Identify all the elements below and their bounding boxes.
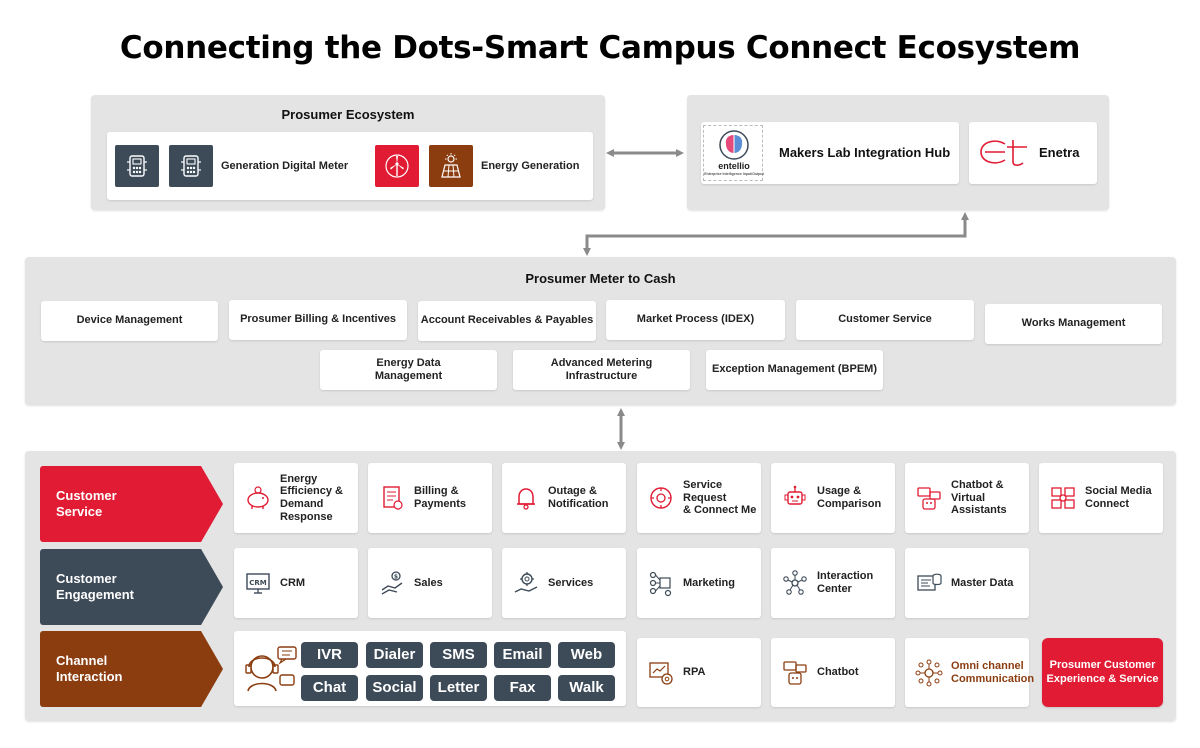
- omni-channel-icon: [913, 657, 945, 689]
- meter-label: Generation Digital Meter: [221, 160, 349, 172]
- energy-efficiency-card: Energy Efficiency & Demand Response: [234, 463, 358, 533]
- billing-payments-card: Billing & Payments: [368, 463, 492, 533]
- services-label: Services: [548, 576, 594, 589]
- bell-icon: [510, 482, 542, 514]
- gear-hand-icon: [510, 567, 542, 599]
- works-management-box: Works Management: [985, 304, 1162, 344]
- channel-web: Web: [558, 642, 615, 668]
- chatbot-card: Chatbot: [771, 638, 895, 707]
- prosumer-billing-box: Prosumer Billing & Incentives: [229, 300, 407, 340]
- advanced-metering-box: Advanced Metering Infrastructure: [513, 350, 690, 390]
- prosumer-ecosystem-panel: Prosumer Ecosystem Generation Digital Me…: [91, 95, 605, 210]
- master-data-label: Master Data: [951, 576, 1014, 589]
- usage-comparison-card: Usage & Comparison: [771, 463, 895, 533]
- channel-ivr: IVR: [301, 642, 358, 668]
- meter-to-cash-panel: Prosumer Meter to Cash Device Management…: [25, 257, 1176, 405]
- outage-notification-card: Outage & Notification: [502, 463, 626, 533]
- solar-panel-icon: [429, 145, 473, 187]
- marketing-label: Marketing: [683, 576, 735, 589]
- market-process-box: Market Process (IDEX): [606, 300, 785, 340]
- device-management-box: Device Management: [41, 301, 218, 341]
- exception-management-box: Exception Management (BPEM): [706, 350, 883, 390]
- enetra-logo-icon: [980, 140, 1027, 166]
- rpa-label: RPA: [683, 666, 706, 679]
- chatbot-icon: [779, 657, 811, 689]
- omni-channel-card: Omni channel Communication: [905, 638, 1034, 707]
- social-media-label: Social Media Connect: [1085, 485, 1152, 510]
- chatbot-virtual-card: Chatbot & Virtual Assistants: [905, 463, 1029, 533]
- channel-interaction-row-label: Channel Interaction: [40, 631, 223, 707]
- customer-service-box: Customer Service: [796, 300, 974, 340]
- sales-card: $ Sales: [368, 548, 492, 618]
- digital-meter-icon: [115, 145, 159, 187]
- svg-text:$: $: [394, 574, 398, 581]
- arrow-hub-metercash: [583, 212, 969, 256]
- makers-lab-box: entellio Enterprise Intelligence Input/O…: [701, 122, 959, 184]
- channel-email: Email: [494, 642, 551, 668]
- sales-hand-icon: $: [376, 567, 408, 599]
- customer-service-row-label: Customer Service: [40, 466, 223, 542]
- prosumer-ecosystem-title: Prosumer Ecosystem: [281, 107, 415, 122]
- omni-channel-label: Omni channel Communication: [951, 659, 1035, 685]
- usage-comparison-label: Usage & Comparison: [817, 485, 882, 510]
- billing-payments-label: Billing & Payments: [414, 485, 466, 510]
- entellio-wordmark: entellio: [718, 161, 750, 171]
- meter-to-cash-title: Prosumer Meter to Cash: [525, 271, 676, 286]
- svg-text:CRM: CRM: [249, 579, 267, 587]
- headset-agent-icon: [240, 645, 298, 695]
- generation-meter-icon: [169, 145, 213, 187]
- support-gear-icon: [645, 482, 677, 514]
- enetra-label: Enetra: [1039, 145, 1080, 160]
- energy-data-management-box: Energy Data Management: [320, 350, 497, 390]
- channel-sms: SMS: [430, 642, 487, 668]
- entellio-tagline: Enterprise Intelligence Input/Output: [704, 172, 764, 176]
- rpa-gear-icon: [645, 657, 677, 689]
- makers-lab-label: Makers Lab Integration Hub: [779, 145, 951, 160]
- chatbot-label: Chatbot: [817, 666, 859, 679]
- channel-social: Social: [366, 675, 423, 701]
- people-network-icon: [779, 567, 811, 599]
- rpa-card: RPA: [637, 638, 761, 707]
- energy-generation-label: Energy Generation: [481, 160, 580, 172]
- channel-chat: Chat: [301, 675, 358, 701]
- crm-label: CRM: [280, 576, 306, 589]
- service-request-card: Service Request & Connect Me: [637, 463, 761, 533]
- outage-notification-label: Outage & Notification: [548, 485, 609, 510]
- prosumer-ecosystem-content: Generation Digital Meter Energy Generati…: [107, 132, 593, 200]
- chatbot-virtual-label: Chatbot & Virtual Assistants: [951, 479, 1007, 517]
- brain-icon: [719, 130, 749, 160]
- services-card: Services: [502, 548, 626, 618]
- channel-letter: Letter: [430, 675, 487, 701]
- social-network-icon: [1047, 482, 1079, 514]
- service-request-label: Service Request & Connect Me: [683, 479, 757, 517]
- entellio-logo: entellio Enterprise Intelligence Input/O…: [703, 125, 764, 181]
- marketing-network-icon: [645, 567, 677, 599]
- master-data-card: Master Data: [905, 548, 1029, 618]
- channel-fax: Fax: [494, 675, 551, 701]
- account-receivables-box: Account Receivables & Payables: [418, 301, 596, 341]
- interaction-center-card: Interaction Center: [771, 548, 895, 618]
- piggy-bank-icon: [242, 482, 274, 514]
- channels-card: IVR Dialer SMS Email Web Chat Social Let…: [234, 631, 626, 706]
- prosumer-experience-highlight: Prosumer Customer Experience & Service: [1042, 638, 1163, 707]
- invoice-icon: [376, 482, 408, 514]
- interaction-center-label: Interaction Center: [817, 570, 874, 595]
- channel-dialer: Dialer: [366, 642, 423, 668]
- sales-label: Sales: [414, 576, 443, 589]
- integration-hub-panel: entellio Enterprise Intelligence Input/O…: [687, 95, 1109, 210]
- database-screen-icon: [913, 567, 945, 599]
- energy-efficiency-label: Energy Efficiency & Demand Response: [280, 472, 343, 523]
- wind-turbine-icon: [375, 145, 419, 187]
- chat-bot-icon: [913, 482, 945, 514]
- enetra-box: Enetra: [969, 122, 1097, 184]
- customer-engagement-row-label: Customer Engagement: [40, 549, 223, 625]
- social-media-card: Social Media Connect: [1039, 463, 1163, 533]
- marketing-card: Marketing: [637, 548, 761, 618]
- channel-walk: Walk: [558, 675, 615, 701]
- page-title: Connecting the Dots-Smart Campus Connect…: [119, 30, 1081, 66]
- robot-icon: [779, 482, 811, 514]
- crm-card: CRM CRM: [234, 548, 358, 618]
- crm-monitor-icon: CRM: [242, 567, 274, 599]
